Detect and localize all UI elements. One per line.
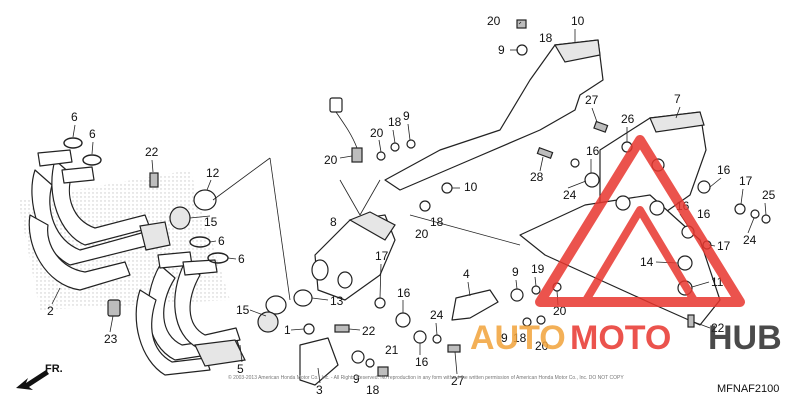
section-lines <box>212 157 521 301</box>
callout-16: 16 <box>586 144 600 158</box>
callout-16: 16 <box>397 286 411 300</box>
callout-20: 20 <box>370 126 384 140</box>
callout-16: 16 <box>697 207 711 221</box>
front-clamps <box>107 172 217 317</box>
callout-18: 18 <box>430 215 444 229</box>
callout-16: 16 <box>415 355 429 369</box>
callout-7: 7 <box>674 92 681 106</box>
callout-24: 24 <box>563 188 577 202</box>
front-label: FR. <box>45 363 63 375</box>
callout-17: 17 <box>717 239 731 253</box>
callout-9: 9 <box>501 331 508 345</box>
lower-bracket <box>299 337 339 386</box>
callout-24: 24 <box>743 233 757 247</box>
callout-14: 14 <box>640 255 654 269</box>
callout-3: 3 <box>316 383 323 397</box>
callout-26: 26 <box>621 112 635 126</box>
callout-20: 20 <box>415 227 429 241</box>
watermark-auto: AUTO <box>470 319 566 357</box>
watermark-moto: MOTO <box>570 319 671 357</box>
callout-2: 2 <box>47 304 54 318</box>
callout-18: 18 <box>539 31 553 45</box>
callout-13: 13 <box>330 294 344 308</box>
callout-22: 22 <box>711 321 725 335</box>
callout-15: 15 <box>204 215 218 229</box>
callout-22: 22 <box>362 324 376 338</box>
callout-15: 15 <box>236 303 250 317</box>
callout-20: 20 <box>535 339 549 353</box>
callout-22: 22 <box>145 145 159 159</box>
callout-9: 9 <box>403 109 410 123</box>
callout-labels: 6 6 22 12 15 6 6 2 23 15 1 5 3 13 22 9 1… <box>47 14 776 397</box>
callout-18: 18 <box>513 331 527 345</box>
copyright-text: © 2003-2013 American Honda Motor Co., In… <box>228 374 624 381</box>
callout-9: 9 <box>512 265 519 279</box>
automotohub-watermark: AUTO MOTO HUB <box>470 135 782 357</box>
callout-16: 16 <box>717 163 731 177</box>
callout-20: 20 <box>553 304 567 318</box>
callout-17: 17 <box>375 249 389 263</box>
callout-10: 10 <box>571 14 585 28</box>
callout-6: 6 <box>218 234 225 248</box>
diagram-code: MFNAF2100 <box>717 383 779 395</box>
exhaust-pipe-upper <box>28 149 171 291</box>
callout-5: 5 <box>237 362 244 376</box>
callout-8: 8 <box>330 215 337 229</box>
callout-27: 27 <box>451 374 465 388</box>
callout-6: 6 <box>238 252 245 266</box>
callout-18: 19 <box>531 262 545 276</box>
callout-12: 12 <box>206 166 220 180</box>
stay-bracket <box>451 289 499 321</box>
front-arrow: FR. <box>16 363 63 390</box>
callout-9: 9 <box>498 43 505 57</box>
exhaust-chamber <box>311 211 396 301</box>
callout-17: 17 <box>739 174 753 188</box>
callout-24: 24 <box>430 308 444 322</box>
o2-sensor <box>329 97 363 163</box>
callout-23: 23 <box>104 332 118 346</box>
callout-9: 9 <box>353 372 360 386</box>
callout-25: 25 <box>762 188 776 202</box>
callout-1: 1 <box>284 323 291 337</box>
callout-6: 6 <box>71 110 78 124</box>
callout-6: 6 <box>89 127 96 141</box>
exhaust-pipe-lower <box>135 251 246 376</box>
watermark-hub: HUB <box>708 319 782 357</box>
callout-19: 20 <box>324 153 338 167</box>
callout-28: 28 <box>530 170 544 184</box>
callout-9: 10 <box>464 180 478 194</box>
callout-4: 4 <box>463 267 470 281</box>
callout-20: 20 <box>487 14 501 28</box>
callout-18: 18 <box>388 115 402 129</box>
callout-27: 27 <box>585 93 599 107</box>
heat-shield <box>384 39 604 191</box>
callout-21: 21 <box>385 343 399 357</box>
callout-18: 18 <box>366 383 380 397</box>
